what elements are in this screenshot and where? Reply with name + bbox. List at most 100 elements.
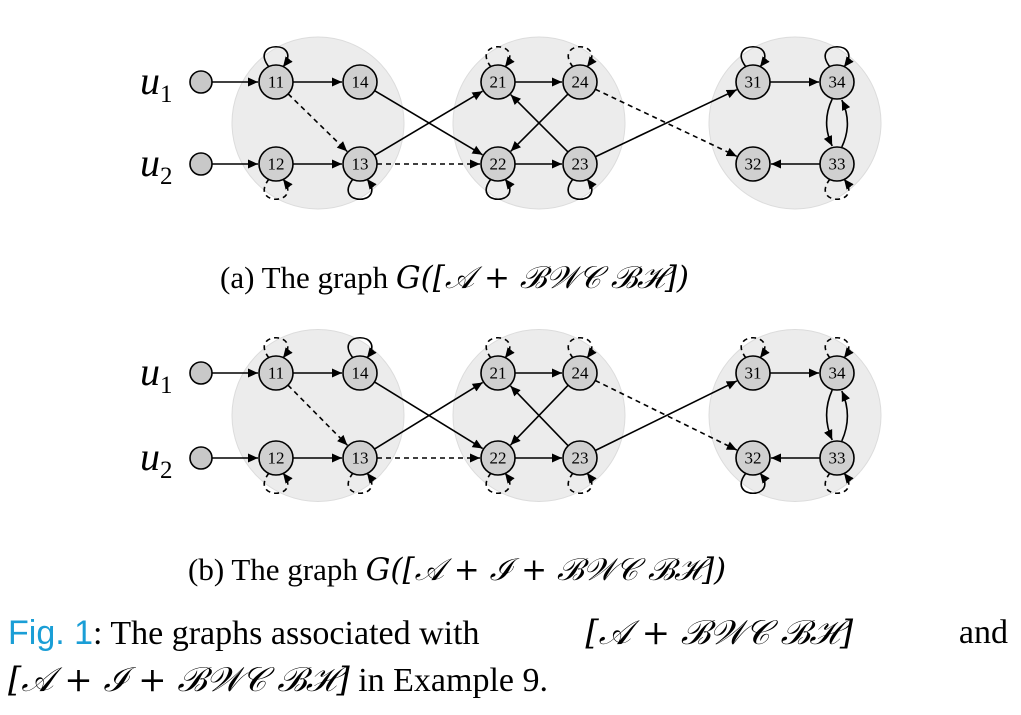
node-label: 23: [572, 155, 589, 174]
node-label: 13: [352, 449, 369, 468]
node-24: 24: [562, 64, 598, 100]
edge-23-31: [595, 88, 738, 158]
self-loop-32: [740, 472, 770, 495]
node-label: 33: [829, 449, 846, 468]
self-loop-22: [485, 472, 515, 495]
self-loop-22: [485, 178, 515, 201]
edge-23-21: [510, 94, 569, 153]
figure-caption-math-1: [𝒜 + ℬ𝒲𝒞 ℬℋ]: [585, 613, 854, 653]
node-14: 14: [342, 355, 378, 391]
edge-34-33: [823, 389, 833, 441]
node-label: 12: [268, 155, 285, 174]
node-24: 24: [562, 355, 598, 391]
node-label: 21: [490, 364, 507, 383]
self-loop-31: [740, 336, 770, 359]
node-label: 32: [745, 155, 762, 174]
figure-caption-and: and: [958, 614, 1008, 651]
self-loop-31: [740, 45, 770, 68]
figure-label: Fig. 1: [8, 614, 94, 652]
caption-b: (b) The graph G([𝒜 + ℐ + ℬ𝒲𝒞 ℬℋ]): [188, 552, 726, 588]
node-13: 13: [342, 440, 378, 476]
node-label: 34: [829, 73, 847, 92]
figure-caption-math-2: [𝒜 + ℐ + ℬ𝒲𝒞 ℬℋ]: [8, 660, 350, 700]
edge-24-32: [595, 88, 738, 158]
self-loop-21: [485, 45, 515, 68]
edge-13-21: [374, 381, 484, 450]
node-label: 23: [572, 449, 589, 468]
self-loop-34: [824, 336, 854, 359]
node-34: 34: [819, 64, 855, 100]
self-loop-11: [263, 45, 293, 68]
self-loop-12: [263, 472, 293, 495]
node-label: 33: [829, 155, 846, 174]
node-34: 34: [819, 355, 855, 391]
input-label-u1: u1: [140, 349, 173, 399]
self-loop-13: [347, 178, 377, 201]
node-label: 11: [268, 364, 284, 383]
node-21: 21: [480, 64, 516, 100]
self-loop-24: [567, 336, 597, 359]
node-label: 32: [745, 449, 762, 468]
node-13: 13: [342, 146, 378, 182]
caption-a: (a) The graph G([𝒜 + ℬ𝒲𝒞 ℬℋ]): [220, 260, 689, 296]
node-label: 14: [352, 73, 370, 92]
subfigure-a: u1 u2 11 12 13 14 21 22 23 24 31 32 33 34: [140, 36, 882, 210]
node-33: 33: [819, 440, 855, 476]
input-label-u2: u2: [140, 434, 173, 484]
node-label: 31: [745, 73, 762, 92]
self-loop-13: [347, 472, 377, 495]
node-label: 13: [352, 155, 369, 174]
self-loop-23: [567, 178, 597, 201]
edge-11-13: [287, 93, 348, 152]
self-loop-24: [567, 45, 597, 68]
edge-34-33: [823, 98, 833, 147]
input-node-u1: [189, 70, 213, 94]
node-31: 31: [735, 355, 771, 391]
node-label: 31: [745, 364, 762, 383]
self-loop-34: [824, 45, 854, 68]
edge-33-34: [841, 99, 851, 148]
node-label: 34: [829, 364, 847, 383]
node-12: 12: [258, 440, 294, 476]
self-loop-23: [567, 472, 597, 495]
node-14: 14: [342, 64, 378, 100]
edge-23-21: [509, 385, 569, 447]
input-node-u1: [189, 361, 213, 385]
node-group-1: [231, 36, 405, 210]
input-label-u2: u2: [140, 140, 173, 190]
figure-caption-text-2: in Example 9.: [349, 662, 549, 699]
input-label-u1: u1: [140, 58, 173, 108]
figure-caption: Fig. 1: The graphs associated with [𝒜 + …: [8, 610, 1008, 704]
self-loop-11: [263, 336, 293, 359]
self-loop-14: [347, 336, 377, 359]
node-23: 23: [562, 440, 598, 476]
graph-diagram: u1 u2 11 12 13 14 21 22 23 24 31 32 33 34 u1 u2 11 12 13 1…: [140, 36, 882, 588]
node-21: 21: [480, 355, 516, 391]
node-23: 23: [562, 146, 598, 182]
node-12: 12: [258, 146, 294, 182]
input-node-u2: [189, 152, 213, 176]
node-11: 11: [258, 64, 294, 100]
edge-13-21: [374, 90, 483, 157]
edge-33-34: [841, 390, 851, 442]
figure-caption-text: : The graphs associated with: [93, 615, 480, 652]
node-22: 22: [480, 146, 516, 182]
node-label: 21: [490, 73, 507, 92]
node-group-3: [708, 329, 882, 502]
node-label: 24: [572, 73, 590, 92]
node-label: 12: [268, 449, 285, 468]
node-11: 11: [258, 355, 294, 391]
node-32: 32: [735, 146, 771, 182]
node-label: 24: [572, 364, 590, 383]
node-22: 22: [480, 440, 516, 476]
subfigure-b: u1 u2 11 12 13 14 21 22 23 24 31 32 33 34: [140, 329, 882, 502]
node-32: 32: [735, 440, 771, 476]
node-label: 14: [352, 364, 370, 383]
node-33: 33: [819, 146, 855, 182]
self-loop-21: [485, 336, 515, 359]
self-loop-33: [824, 178, 854, 201]
node-group-1: [231, 329, 405, 502]
input-node-u2: [189, 446, 213, 470]
edge-23-31: [594, 380, 738, 452]
node-label: 22: [490, 449, 507, 468]
